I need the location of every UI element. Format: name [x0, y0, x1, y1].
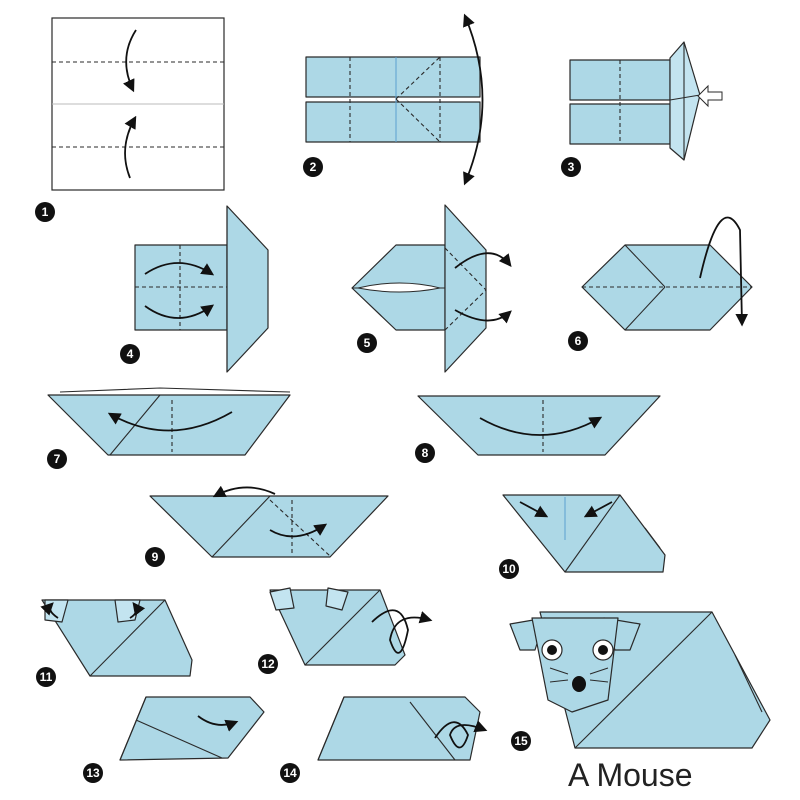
step-number-14: 14 — [280, 763, 300, 783]
step-1-diagram — [51, 17, 225, 191]
svg-text:4: 4 — [127, 347, 134, 361]
step-3-diagram — [569, 41, 723, 161]
svg-text:7: 7 — [54, 452, 61, 466]
svg-text:8: 8 — [422, 446, 429, 460]
svg-text:10: 10 — [502, 562, 516, 576]
step-8-diagram — [417, 395, 661, 456]
svg-text:12: 12 — [261, 657, 275, 671]
step-15-diagram — [509, 611, 771, 749]
step-10-diagram — [502, 494, 666, 573]
svg-text:2: 2 — [310, 160, 317, 174]
step-number-15: 15 — [511, 731, 531, 751]
step-number-13: 13 — [83, 763, 103, 783]
step-2-diagram — [305, 13, 484, 186]
step-13-diagram — [119, 696, 265, 761]
step-11-diagram — [40, 599, 193, 677]
step-number-6: 6 — [568, 331, 588, 351]
svg-text:11: 11 — [40, 670, 53, 684]
step-7-diagram — [47, 387, 291, 456]
svg-text:13: 13 — [86, 766, 100, 780]
step-12-diagram — [269, 587, 433, 666]
diagram-title: A Mouse — [568, 757, 693, 793]
step-number-5: 5 — [357, 333, 377, 353]
step-number-7: 7 — [47, 449, 67, 469]
svg-text:6: 6 — [575, 334, 582, 348]
svg-text:3: 3 — [568, 160, 575, 174]
step-number-11: 11 — [36, 667, 56, 687]
step-number-1: 1 — [35, 202, 55, 222]
step-number-3: 3 — [561, 157, 581, 177]
step-number-8: 8 — [415, 443, 435, 463]
svg-text:9: 9 — [152, 550, 159, 564]
step-number-2: 2 — [303, 157, 323, 177]
step-5-diagram — [351, 204, 512, 373]
step-number-12: 12 — [258, 654, 278, 674]
svg-text:15: 15 — [514, 734, 528, 748]
step-number-10: 10 — [499, 559, 519, 579]
svg-text:5: 5 — [364, 336, 371, 350]
svg-text:1: 1 — [42, 205, 49, 219]
step-6-diagram — [581, 216, 753, 331]
step-9-diagram — [149, 485, 389, 558]
step-14-diagram — [317, 696, 488, 761]
step-number-4: 4 — [120, 344, 140, 364]
step-4-diagram — [134, 205, 269, 373]
svg-text:14: 14 — [283, 766, 297, 780]
step-number-9: 9 — [145, 547, 165, 567]
step-badges: 1 2 3 4 5 6 7 8 9 10 11 12 13 14 15 — [35, 157, 588, 783]
